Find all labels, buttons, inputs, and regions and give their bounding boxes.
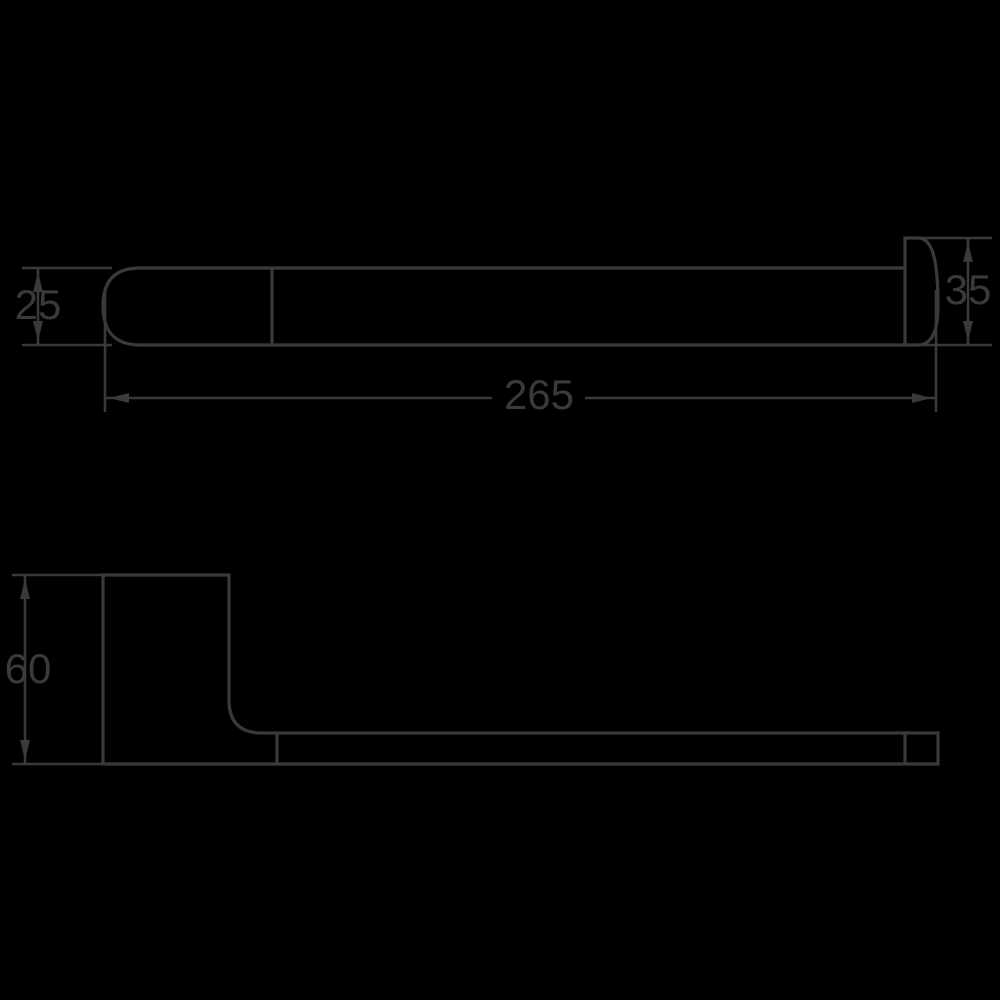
- dimension-60: 60: [5, 573, 112, 766]
- dimension-265-arrow-left: [109, 393, 129, 403]
- top-view-geometry: [101, 236, 940, 347]
- dimension-60-value: 60: [5, 645, 52, 692]
- dimension-35: 35: [910, 236, 992, 347]
- dimension-35-arrow-top: [963, 242, 973, 262]
- top-view-body-outline: [101, 236, 940, 347]
- dimension-25-value: 25: [15, 281, 62, 328]
- dimension-265-arrow-right: [912, 393, 932, 403]
- dimension-265-value: 265: [504, 371, 574, 418]
- dimension-60-arrow-bottom: [20, 740, 30, 760]
- side-view-profile-outline: [101, 573, 940, 766]
- side-view-geometry: [101, 573, 940, 766]
- dimension-25: 25: [15, 266, 112, 347]
- dimension-25-arrow-bottom: [33, 321, 43, 341]
- dimension-35-value: 35: [945, 266, 992, 313]
- dimension-265: 265: [103, 290, 938, 418]
- dimension-60-arrow-top: [20, 579, 30, 599]
- dimension-25-arrow-top: [33, 272, 43, 292]
- dimension-35-arrow-bottom: [963, 321, 973, 341]
